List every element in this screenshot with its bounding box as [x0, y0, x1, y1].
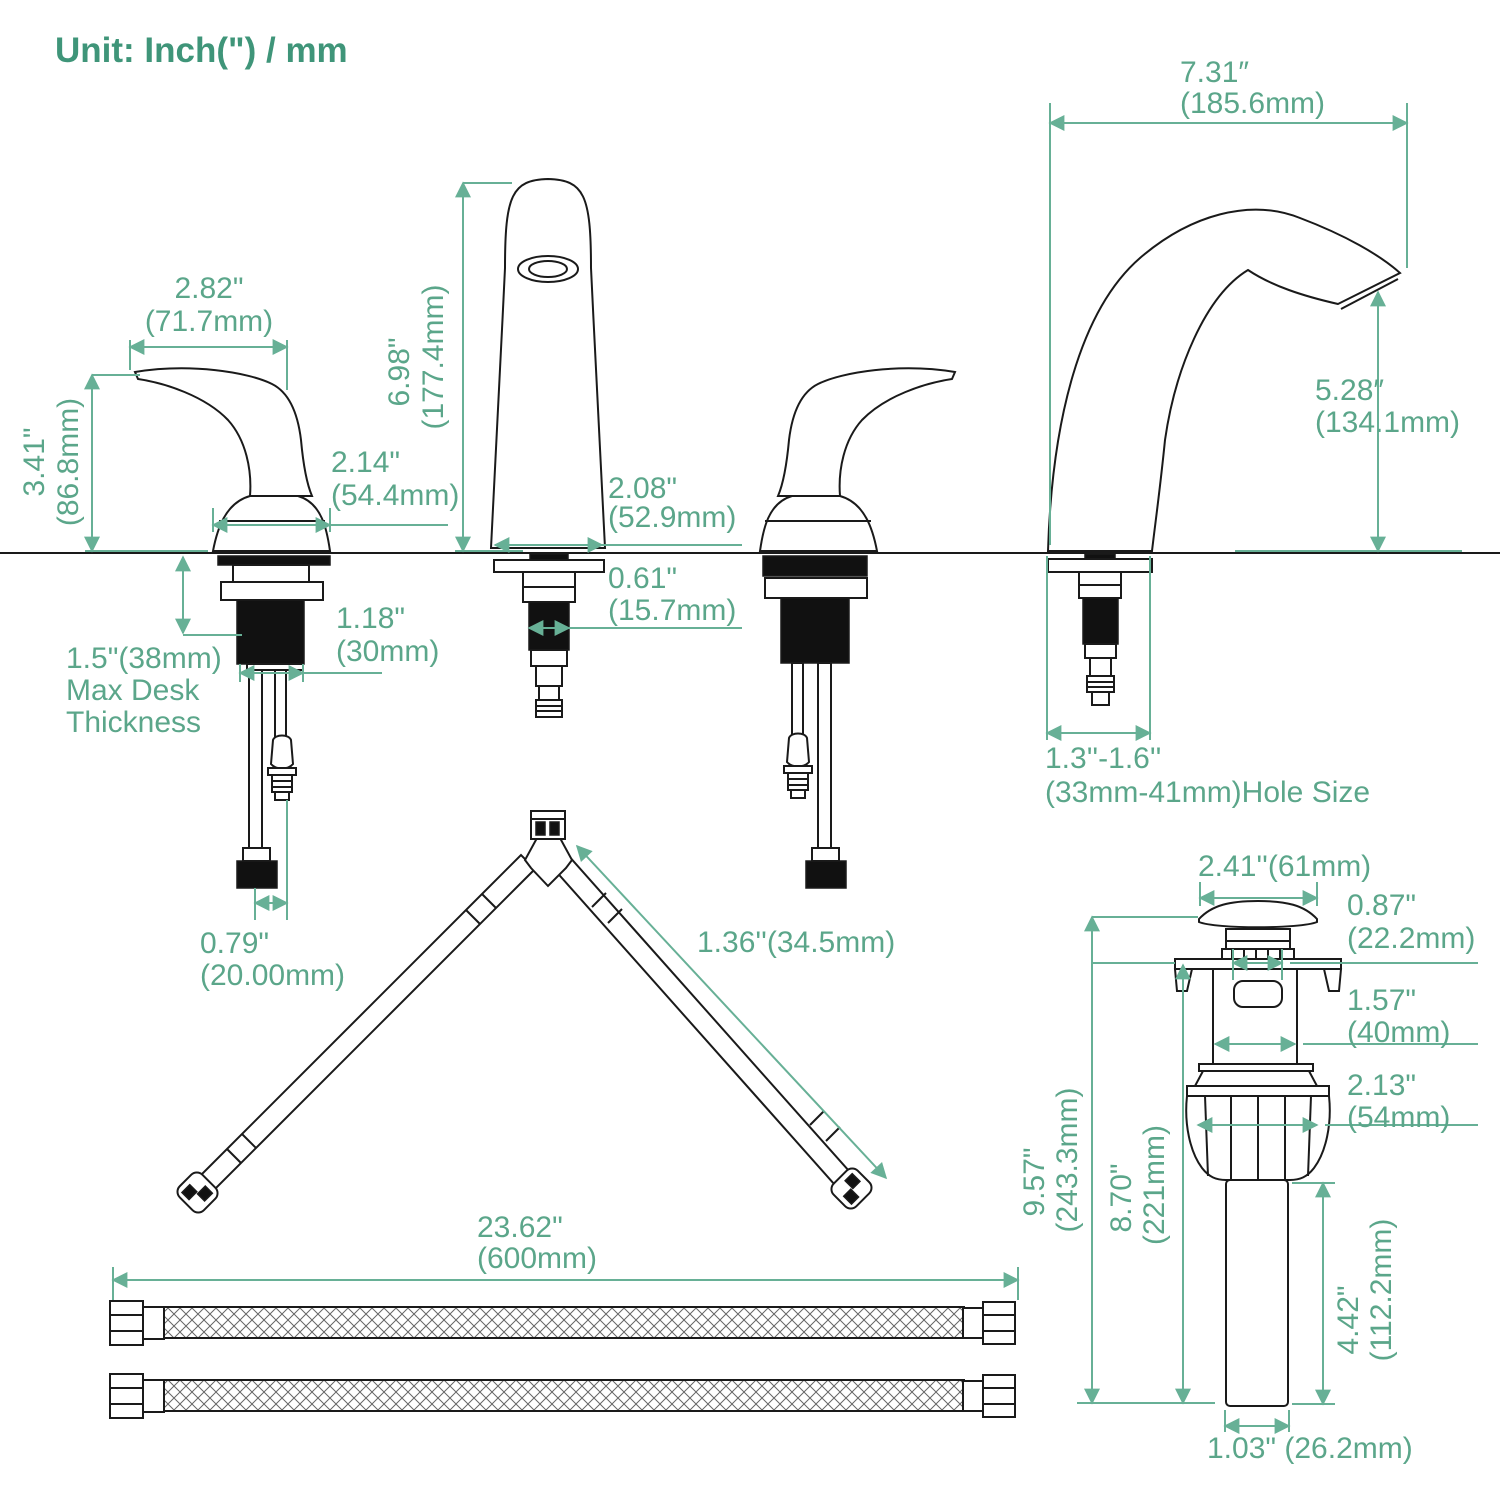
- unit-title: Unit: Inch(") / mm: [55, 31, 348, 70]
- dim-handle-height-in: 3.41": [18, 427, 51, 496]
- dim-shank-width-in: 1.18": [336, 602, 405, 635]
- tee-hose-assembly-drawing: [176, 810, 873, 1214]
- dim-hole-size-in: 1.3''-1.6'': [1045, 742, 1161, 775]
- dim-spout-height-mm: (134.1mm): [1315, 406, 1460, 439]
- dim-spout-reach-in: 7.31″: [1180, 56, 1249, 89]
- dim-spout-height-in: 5.28″: [1315, 374, 1384, 407]
- dim-center-base-mm: (52.9mm): [608, 501, 736, 534]
- dim-center-base-in: 2.08": [608, 472, 677, 505]
- dim-drain-nut-in: 2.13": [1347, 1069, 1416, 1102]
- dim-tailpipe-height-mm: (112.2mm): [1365, 1219, 1398, 1362]
- popup-drain-drawing: [1173, 899, 1343, 1407]
- dim-handle-height-mm: (86.8mm): [52, 398, 85, 526]
- dim-shank-width-mm: (30mm): [336, 635, 439, 668]
- supply-hose-2-drawing: [109, 1373, 1016, 1419]
- dim-handle-width-mm: (71.7mm): [145, 305, 273, 338]
- dim-drain-neck-in: 0.87": [1347, 889, 1416, 922]
- dim-drain-flange-height-in: 8.70": [1105, 1163, 1138, 1232]
- dim-drain-neck-mm: (22.2mm): [1347, 922, 1475, 955]
- left-handle-drawing: [133, 367, 332, 889]
- dim-handle-base-mm: (54.4mm): [331, 479, 459, 512]
- desk-thickness-line2: Max Desk: [66, 674, 200, 707]
- right-handle-drawing: [758, 367, 957, 889]
- center-spout-drawing: [489, 177, 607, 718]
- dim-drain-body-in: 1.57": [1347, 984, 1416, 1017]
- dim-supply-hose-in: 23.62": [477, 1211, 563, 1244]
- dim-spout-reach-mm: (185.6mm): [1180, 87, 1325, 120]
- dim-hole-size-mm: (33mm-41mm)Hole Size: [1045, 776, 1370, 809]
- desk-thickness-line1: 1.5"(38mm): [66, 642, 222, 675]
- dim-drain-flange-height-mm: (221mm): [1138, 1125, 1171, 1245]
- curved-spout-drawing: [1046, 208, 1402, 706]
- dim-drain-body-mm: (40mm): [1347, 1016, 1450, 1049]
- dimension-lines: [84, 103, 1478, 1434]
- dim-drain-nut-mm: (54mm): [1347, 1101, 1450, 1134]
- dim-supply-hose-mm: (600mm): [477, 1242, 597, 1275]
- supply-hose-1-drawing: [109, 1300, 1016, 1346]
- dim-center-height-mm: (177.4mm): [417, 284, 450, 429]
- dim-center-height-in: 6.98": [383, 337, 416, 406]
- dim-tailpipe-width: 1.03" (26.2mm): [1207, 1432, 1413, 1465]
- dim-drain-total-height-in: 9.57": [1018, 1147, 1051, 1216]
- dim-drain-cap-width: 2.41''(61mm): [1198, 850, 1371, 883]
- dim-supply-end-mm: (20.00mm): [200, 959, 345, 992]
- dim-supply-end-in: 0.79": [200, 927, 269, 960]
- dim-tee-hose-length: 1.36''(34.5mm): [697, 926, 895, 959]
- dim-center-shank-in: 0.61": [608, 562, 677, 595]
- dim-handle-base-in: 2.14": [331, 446, 400, 479]
- desk-thickness-line3: Thickness: [66, 706, 201, 739]
- dim-center-shank-mm: (15.7mm): [608, 594, 736, 627]
- dim-drain-total-height-mm: (243.3mm): [1051, 1087, 1084, 1232]
- dim-tailpipe-height-in: 4.42": [1332, 1285, 1365, 1354]
- dim-handle-width-in: 2.82": [174, 272, 243, 305]
